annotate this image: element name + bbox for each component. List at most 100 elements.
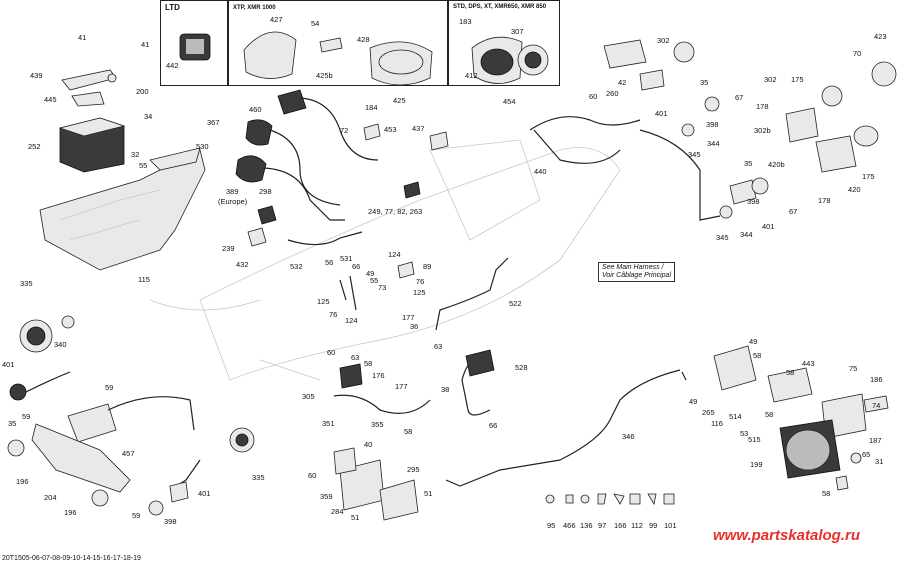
callout-line1: See Main Harness / (602, 264, 664, 271)
part-number-label: 351 (322, 419, 335, 428)
part-number-label: 184 (365, 103, 378, 112)
part-number-label: 89 (423, 262, 432, 271)
part-number-label: 398 (706, 120, 719, 129)
small-hardware-row (545, 493, 675, 506)
part-number-label: 305 (302, 392, 315, 401)
part-number-label: 76 (329, 310, 338, 319)
part-number-label: 67 (735, 93, 744, 102)
part-number-label: 204 (44, 493, 57, 502)
part-number-label: 186 (870, 375, 883, 384)
part-number-label: 35 (8, 419, 17, 428)
part-number-label: 34 (144, 112, 153, 121)
part-number-label: 302b (754, 126, 771, 135)
part-number-label: 432 (236, 260, 249, 269)
part-number-label: 49 (749, 337, 758, 346)
battery-tray (39, 147, 206, 271)
part-number-label: 530 (196, 142, 209, 151)
part-number-label: 115 (138, 275, 150, 284)
part-number-label: 75 (849, 364, 858, 373)
part-number-label: 56 (325, 258, 334, 267)
brand-watermark: www.partskatalog.ru (713, 527, 860, 544)
part-number-label: 196 (64, 508, 77, 517)
part-number-label: 532 (290, 262, 303, 271)
part-number-label: 95 (547, 521, 556, 530)
part-number-label: 66 (489, 421, 498, 430)
part-label: 412 (465, 71, 478, 80)
part-number-label: 116 (711, 419, 723, 428)
part-number-label: 389 (226, 187, 239, 196)
multi-ref-note: 249, 77, 82, 263 (368, 207, 423, 216)
part-number-label: 58 (364, 359, 373, 368)
part-number-label: 58 (822, 489, 831, 498)
xtp-box: XTP, XMR 1000 (228, 0, 448, 86)
part-number-label: 76 (416, 277, 425, 286)
part-number-label: 401 (198, 489, 211, 498)
battery-bracket (61, 69, 117, 107)
part-number-label: 176 (372, 371, 385, 380)
part-number-label: 177 (395, 382, 408, 391)
part-number-label: 420b (768, 160, 785, 169)
part-label: 428 (357, 35, 370, 44)
part-number-label: 515 (748, 435, 761, 444)
part-number-label: 298 (259, 187, 272, 196)
part-number-label: 302 (657, 36, 670, 45)
part-number-label: 40 (364, 440, 373, 449)
part-number-label: 97 (598, 521, 607, 530)
part-number-label: 166 (614, 521, 627, 530)
part-label: 54 (311, 19, 320, 28)
part-number-label: 346 (622, 432, 635, 441)
part-number-label: 51 (351, 513, 360, 522)
part-number-label: 401 (655, 109, 668, 118)
std-gauge (471, 36, 549, 84)
center-harness (333, 257, 509, 521)
part-label: 442 (166, 61, 179, 70)
part-number-label: 36 (410, 322, 419, 331)
part-number-label: 58 (765, 410, 774, 419)
part-number-label: 437 (412, 124, 425, 133)
part-number-label: 65 (862, 450, 871, 459)
part-number-label: 66 (352, 262, 361, 271)
part-number-label: 99 (649, 521, 658, 530)
part-number-label: 265 (702, 408, 715, 417)
part-number-label: 35 (700, 78, 709, 87)
part-label: 425 (393, 96, 406, 105)
part-number-label: 335 (20, 279, 33, 288)
part-number-label: 457 (122, 449, 135, 458)
part-number-label: 112 (631, 521, 643, 530)
part-number-label: 178 (818, 196, 831, 205)
part-number-label: 60 (327, 348, 336, 357)
std-box: STD, DPS, XT, XMR650, XMR 850 (448, 0, 560, 86)
europe-note: (Europe) (218, 197, 248, 206)
part-number-label: 398 (164, 517, 177, 526)
part-number-label: 423 (874, 32, 887, 41)
part-number-label: 460 (249, 105, 262, 114)
part-number-label: 528 (515, 363, 528, 372)
part-number-label: 73 (378, 283, 387, 292)
part-number-label: 177 (402, 313, 415, 322)
part-number-label: 49 (366, 269, 375, 278)
part-number-label: 49 (689, 397, 698, 406)
part-number-label: 355 (371, 420, 384, 429)
part-number-label: 522 (509, 299, 522, 308)
part-number-label: 359 (320, 492, 333, 501)
part-number-label: 345 (688, 150, 701, 159)
main-harness-346 (445, 369, 687, 487)
part-number-label: 345 (716, 233, 729, 242)
part-number-label: 31 (875, 457, 884, 466)
part-number-label: 72 (340, 126, 349, 135)
part-number-label: 175 (791, 75, 804, 84)
part-label: 454 (503, 97, 516, 106)
part-number-label: 514 (729, 412, 742, 421)
part-number-label: 51 (424, 489, 433, 498)
part-number-label: 302 (764, 75, 777, 84)
part-number-label: 59 (22, 412, 31, 421)
part-number-label: 398 (747, 197, 760, 206)
part-label: 425b (316, 71, 333, 80)
part-number-label: 367 (207, 118, 220, 127)
part-label: 427 (270, 15, 283, 24)
part-number-label: 420 (848, 185, 861, 194)
part-number-label: 74 (872, 401, 881, 410)
part-number-label: 125 (317, 297, 330, 306)
part-number-label: 101 (664, 521, 677, 530)
